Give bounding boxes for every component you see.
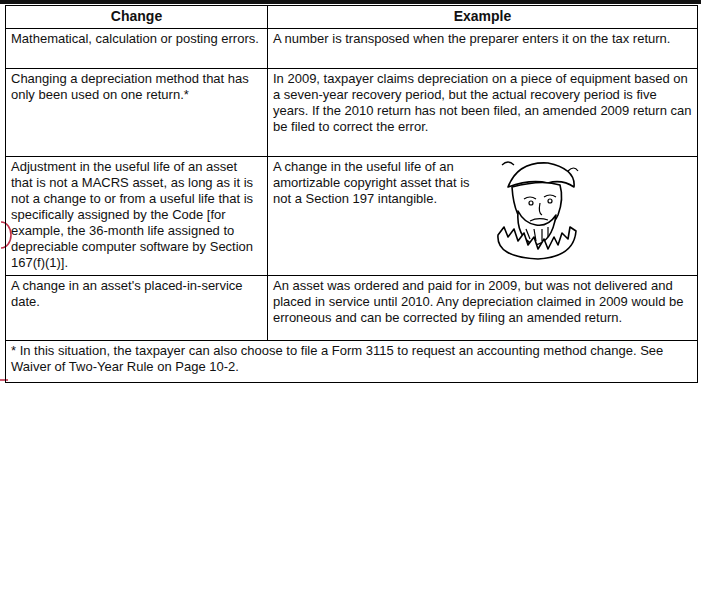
cell-text: A number is transposed when the preparer… (273, 31, 692, 47)
cell-text: Changing a depreciation method that has … (11, 71, 262, 103)
margin-mark (0, 379, 8, 381)
table-header-cell: Example (267, 5, 698, 29)
cell-text: An asset was ordered and paid for in 200… (273, 278, 692, 326)
cell-text: Adjustment in the useful life of an asse… (11, 159, 262, 271)
top-rule (0, 0, 701, 4)
footnote: * In this situation, the taxpayer can al… (11, 343, 692, 375)
table-cell: An asset was ordered and paid for in 200… (267, 275, 698, 341)
margin-mark (1, 222, 11, 248)
table-cell: A change in an asset's placed-in-service… (5, 275, 268, 341)
table-cell: Adjustment in the useful life of an asse… (5, 156, 268, 276)
table-cell: In 2009, taxpayer claims depreciation on… (267, 68, 698, 157)
cell-text: A change in the useful life of an amorti… (273, 159, 478, 207)
cell-text: A change in an asset's placed-in-service… (11, 278, 262, 310)
cartoon-illustration (478, 157, 582, 261)
cell-text: Mathematical, calculation or posting err… (11, 31, 262, 47)
table-cell: Changing a depreciation method that has … (5, 68, 268, 157)
table-header-cell: Change (5, 5, 268, 29)
table-cell: Mathematical, calculation or posting err… (5, 28, 268, 69)
table-cell: A change in the useful life of an amorti… (267, 156, 698, 276)
cell-text: In 2009, taxpayer claims depreciation on… (273, 71, 692, 135)
column-heading: Example (273, 8, 692, 24)
table-cell: * In this situation, the taxpayer can al… (5, 340, 698, 383)
column-heading: Change (11, 8, 262, 24)
table-cell: A number is transposed when the preparer… (267, 28, 698, 69)
